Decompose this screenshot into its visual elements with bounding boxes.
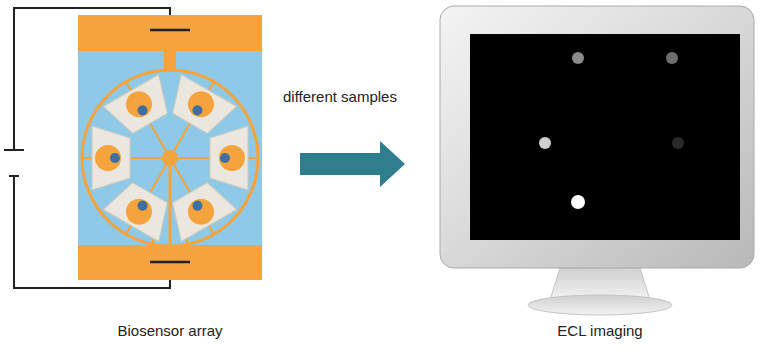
ecl-spot (539, 52, 684, 209)
arrow-label: different samples (283, 88, 397, 105)
monitor (440, 6, 754, 315)
figure-caption: ECL imaging (557, 322, 642, 339)
process-arrow (300, 141, 405, 187)
figure-caption: Biosensor array (117, 322, 222, 339)
battery-symbol (4, 150, 24, 176)
electrode-pad (142, 142, 241, 250)
biosensor-chip (78, 15, 262, 280)
